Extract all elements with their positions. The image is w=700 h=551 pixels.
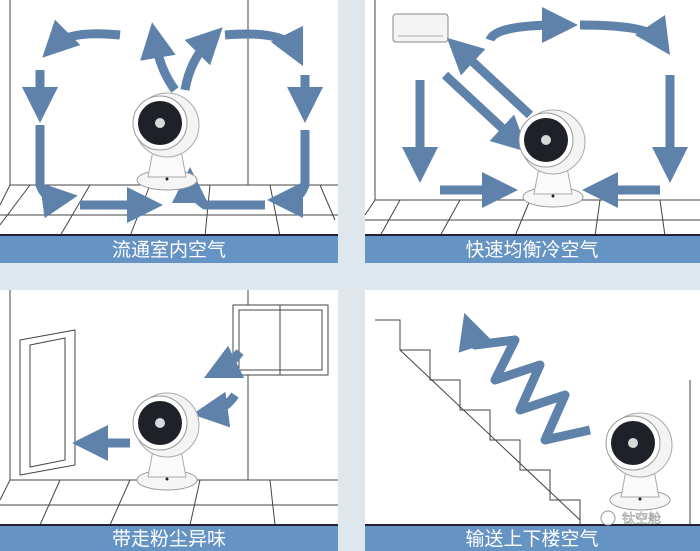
airflow-arrows — [402, 7, 688, 208]
svg-text:钛空舱: 钛空舱 — [622, 512, 661, 527]
caption-band — [365, 526, 700, 551]
caption: 输送上下楼空气 — [465, 528, 598, 550]
zigzag-airflow-arrow — [458, 312, 591, 445]
wechat-icon — [600, 510, 616, 526]
caption: 流通室内空气 — [112, 239, 226, 261]
circulator-fan-icon — [518, 109, 586, 208]
circulator-fan-icon — [132, 92, 200, 191]
airflow-arrows — [72, 345, 245, 461]
caption-band — [0, 526, 338, 551]
caption-band — [365, 236, 700, 263]
watermark: 钛空舱 — [600, 510, 661, 527]
caption: 带走粉尘异味 — [112, 528, 226, 550]
caption-band — [0, 236, 338, 263]
air-conditioner — [392, 13, 449, 43]
panel-circulate-indoor-air: 流通室内空气 — [0, 0, 338, 263]
airflow-arrows — [22, 19, 323, 223]
panel-transport-air-between-floors: 输送上下楼空气 钛空舱 — [365, 290, 700, 551]
circulator-fan-icon — [132, 392, 200, 491]
circulator-fan-icon — [605, 412, 673, 511]
caption: 快速均衡冷空气 — [465, 239, 598, 261]
